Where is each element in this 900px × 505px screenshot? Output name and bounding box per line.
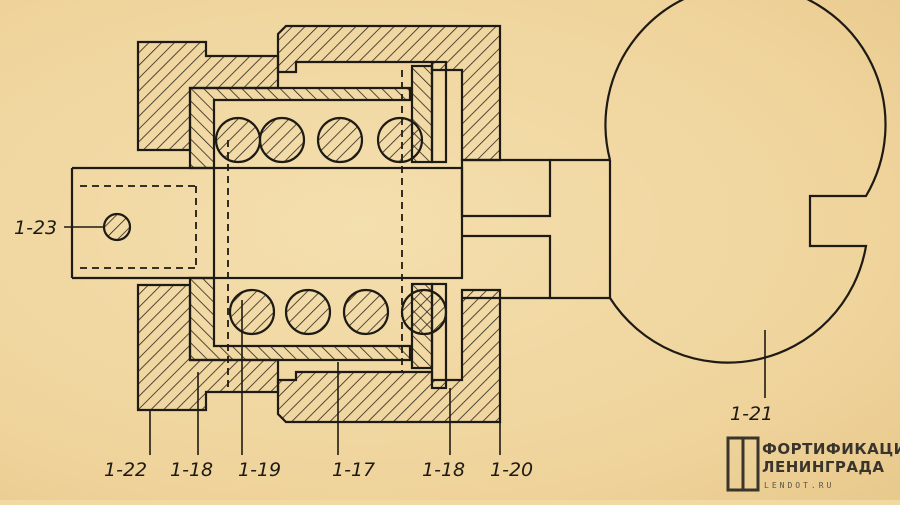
label-1-22: 1-22 (104, 459, 147, 481)
pin-1-23 (102, 212, 132, 242)
label-1-18-right: 1-18 (422, 459, 465, 481)
spring-coils-lower (228, 288, 448, 336)
leader-lines (64, 226, 766, 455)
key-bow-1-21 (604, 0, 887, 364)
label-1-23: 1-23 (14, 217, 57, 239)
label-1-17: 1-17 (332, 459, 375, 481)
label-1-20: 1-20 (490, 459, 533, 481)
shaft-extension (460, 158, 552, 218)
washer-right-upper (430, 60, 448, 164)
watermark-line2: ЛЕНИНГРАДА (762, 458, 885, 476)
watermark-line1: ФОРТИФИКАЦИЯ (762, 440, 900, 458)
label-1-19: 1-19 (238, 459, 281, 481)
spring-coils-upper (214, 116, 424, 164)
watermark-logo: ФОРТИФИКАЦИЯ ЛЕНИНГРАДА LENDOT.RU (726, 436, 900, 492)
shaft-1-19 (212, 166, 464, 280)
label-1-18-left: 1-18 (170, 459, 213, 481)
watermark-line3: LENDOT.RU (764, 481, 834, 490)
label-1-21: 1-21 (730, 403, 773, 425)
